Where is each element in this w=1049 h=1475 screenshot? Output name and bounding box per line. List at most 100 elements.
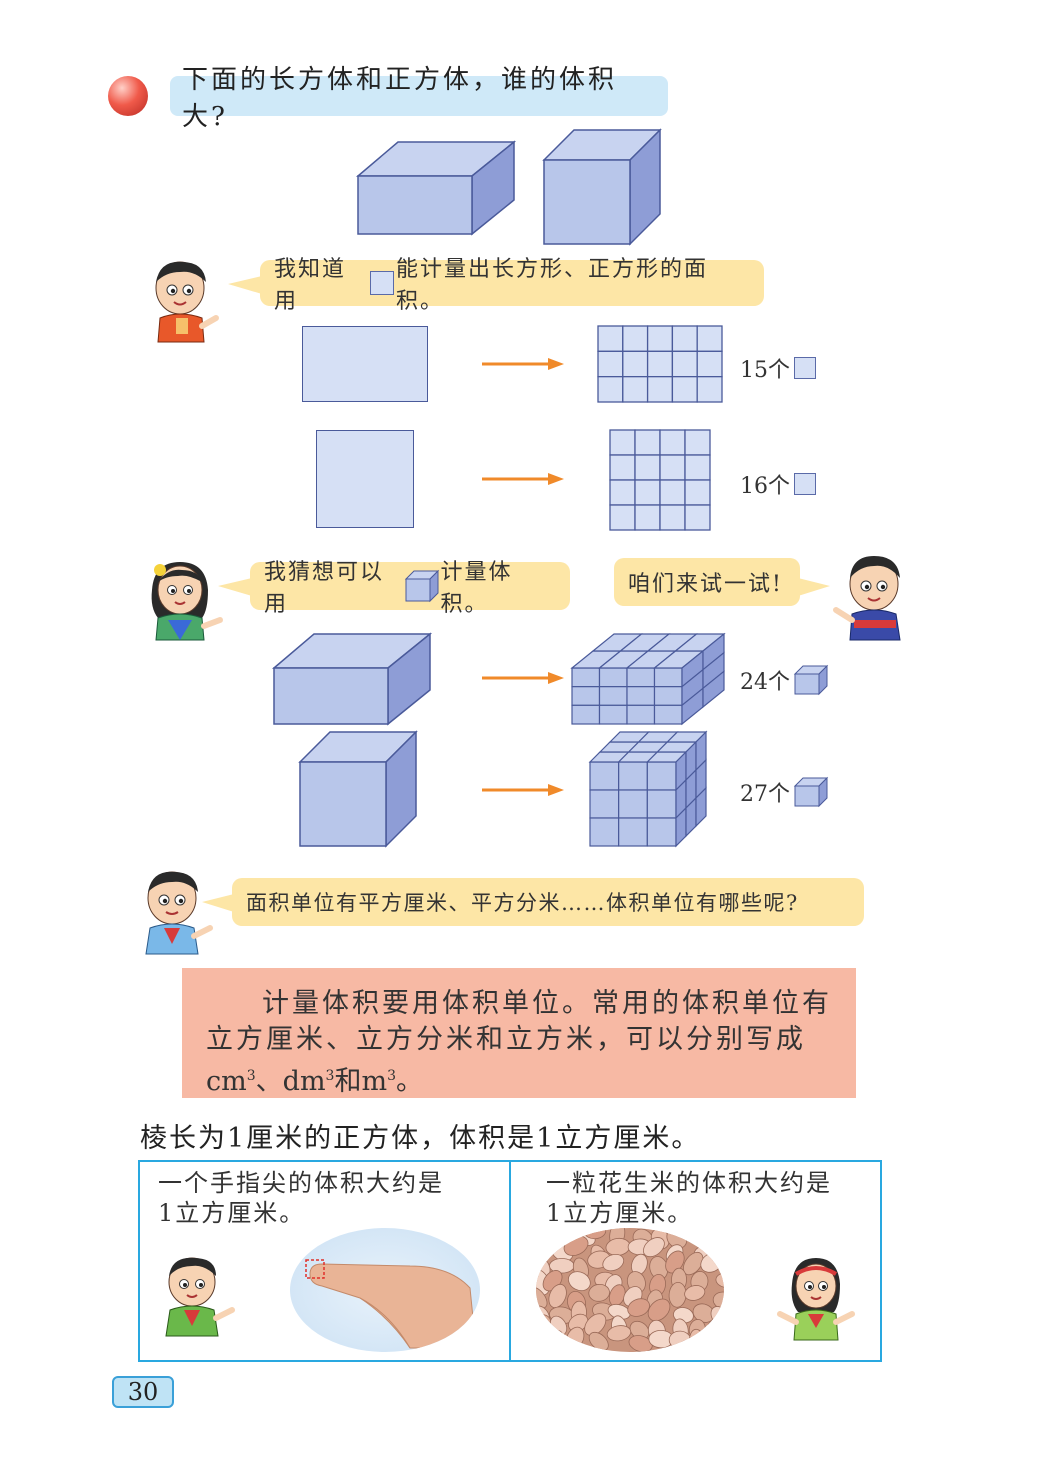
peanut [715,1272,724,1289]
grid-unit-square [671,350,698,378]
grid-unit-square [634,504,661,531]
unit-cube-front [589,817,620,847]
bubble-tail [798,578,830,596]
unit-cube-front [646,817,677,847]
arrow-icon [482,473,564,485]
grid-unit-square [622,325,649,352]
peanut [665,1250,685,1274]
grid-unit-square [659,479,686,506]
unit-cube-front [653,667,683,688]
unit-cube-front [571,704,601,725]
definition-line-1: 计量体积要用体积单位。常用的体积单位有 [262,988,832,1019]
peanut [588,1283,610,1302]
peanut [628,1335,653,1352]
unit-cube-icon [793,776,829,808]
end: 。 [396,1066,423,1097]
grid-unit-square [609,479,636,506]
unit-cm: cm [206,1066,247,1097]
unit-square-icon [794,473,816,495]
cube-shape [298,730,418,848]
question-title: 下面的长方体和正方体，谁的体积大? [170,65,668,132]
peanut [689,1328,705,1352]
unit-m: m [361,1066,388,1097]
unit-cube-front [646,789,677,819]
arrow-icon [482,784,564,796]
and: 和 [334,1066,362,1097]
unit-cube-front [571,686,601,706]
grid-unit-square [634,429,661,456]
unit-cube-side [702,670,725,709]
grid-unit-square [696,350,723,378]
unit-cube-side [695,786,707,828]
top-cuboid [355,140,517,236]
definition-line-3: cm3、dm3和m3。 [206,1058,834,1100]
peanut [707,1328,724,1348]
fingertip-photo [290,1228,480,1352]
speech-bubble-guess: 我猜想可以用 计量体积。 [218,560,570,617]
peanut [700,1252,724,1273]
count-text: 24个 [740,670,790,695]
left-line-2: 1立方厘米。 [158,1199,306,1227]
unit-cube-front [653,704,683,725]
count-text: 27个 [740,782,790,807]
grid-unit-square [646,376,674,403]
peanut [536,1286,548,1309]
count-cuboid: 24个 [740,664,829,696]
peanut [606,1325,632,1342]
grid-unit-square [696,325,723,352]
count-square: 16个 [740,468,816,500]
grid-unit-square [622,376,649,403]
grid-unit-square [609,504,636,531]
speech-bubble-area: 我知道用 能计量出长方形、正方形的面积。 [228,257,764,314]
grid-unit-square [646,325,674,352]
unit-dm: dm [282,1066,326,1097]
peanut [647,1298,671,1322]
unit-cube-front [646,761,677,791]
unit-cube-front [598,686,628,706]
page-number: 30 [112,1376,174,1408]
grid-unit-square [684,454,711,481]
peanut [548,1283,567,1309]
bubble-text-after: 计量体积。 [440,560,513,617]
unit-square-icon [794,357,816,379]
grid-unit-square [622,350,649,378]
bubble-text: 面积单位有平方厘米、平方分米……体积单位有哪些呢? [246,891,799,915]
sup: 3 [387,1068,396,1084]
peanut-pile-icon [536,1228,724,1352]
peanut [584,1313,607,1336]
square-shape [316,430,414,528]
unit-cube-front [618,789,648,819]
sup: 3 [246,1068,256,1084]
peanut [584,1228,607,1240]
definition-box: 计量体积要用体积单位。常用的体积单位有 立方厘米、立方分米和立方米，可以分别写成… [182,968,856,1098]
rectangle-shape [302,326,428,402]
example-right-text: 一粒花生米的体积大约是 1立方厘米。 [546,1168,832,1228]
grid-unit-square [597,376,624,403]
top-cube [542,128,662,246]
definition-line-2: 立方厘米、立方分米和立方米，可以分别写成 [206,1024,806,1055]
examples-divider [509,1160,511,1362]
unit-cube-front [626,704,656,725]
speech-bubble-try: 咱们来试一试! [614,558,830,606]
boy-character-1 [155,261,219,343]
unit-cube-icon [404,569,439,603]
unit-square-icon [370,271,395,295]
unit-cube-front [598,704,628,725]
bubble-tail [228,276,262,294]
speech-bubble-units: 面积单位有平方厘米、平方分米……体积单位有哪些呢? [202,878,864,926]
arrow-icon [482,358,564,370]
unit-cube-front [618,761,648,791]
cube-unit-cubes [588,730,708,848]
grid-unit-square [684,429,711,456]
unit-cube-front [598,667,628,688]
unit-cube-front [618,817,648,847]
unit-cube-front [626,686,656,706]
peanut [684,1285,706,1301]
grid-unit-square [671,376,698,403]
grid-unit-square [609,429,636,456]
grid-unit-square [659,454,686,481]
bubble-text-before: 我知道用 [274,257,347,314]
section-bullet-icon [108,76,148,116]
right-line-2: 1立方厘米。 [546,1199,694,1227]
peanut [540,1329,564,1351]
